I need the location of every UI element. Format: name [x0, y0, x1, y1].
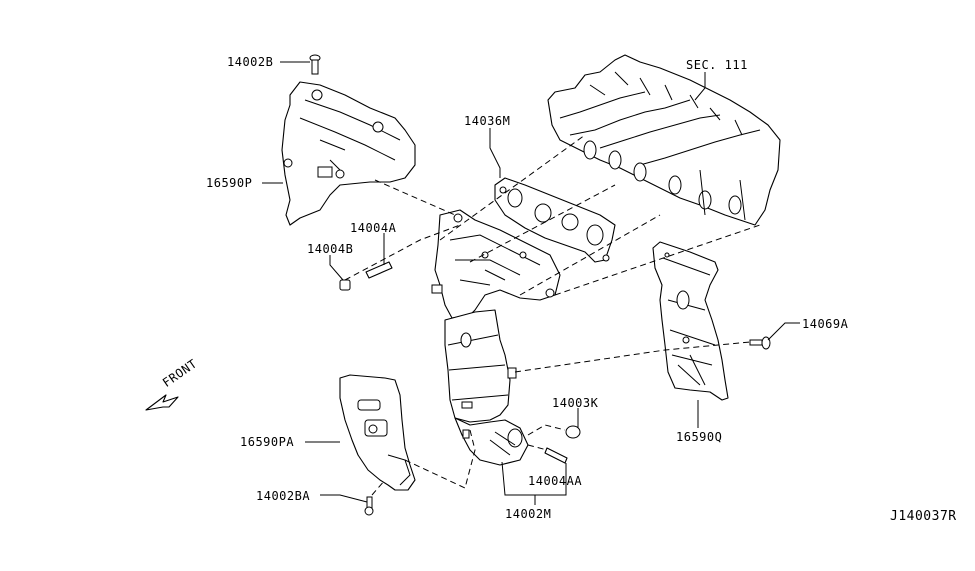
nut-14004B-illustration: [339, 279, 351, 291]
assembly-dashed-lines: [344, 134, 761, 496]
exhaust-manifold-illustration: [431, 209, 561, 319]
bolt-14002B-illustration: [309, 54, 321, 75]
side-heat-insulator-illustration: [652, 241, 729, 401]
section-reference-label[interactable]: SEC. 111: [686, 58, 748, 72]
part-label-16590P[interactable]: 16590P: [206, 176, 253, 190]
catalytic-converter-illustration: [444, 309, 529, 466]
front-direction-arrow: [145, 394, 179, 411]
cylinder-head-illustration: [547, 54, 781, 226]
bolt-14002BA-illustration: [364, 496, 374, 516]
stud-14004A-illustration: [365, 261, 393, 279]
part-label-14004B[interactable]: 14004B: [307, 242, 354, 256]
part-label-14069A[interactable]: 14069A: [802, 317, 849, 331]
diagram-reference-code: J140037R: [890, 509, 957, 524]
part-label-14003K[interactable]: 14003K: [552, 396, 599, 410]
bolt-14069A-illustration: [749, 336, 771, 350]
part-label-16590PA[interactable]: 16590PA: [240, 435, 295, 449]
part-label-14002BA[interactable]: 14002BA: [256, 489, 311, 503]
nut-14003K-illustration: [565, 425, 581, 439]
part-label-14002M[interactable]: 14002M: [505, 507, 552, 521]
lower-heat-insulator-illustration: [339, 374, 416, 491]
part-label-14004A[interactable]: 14004A: [350, 221, 397, 235]
part-label-16590Q[interactable]: 16590Q: [676, 430, 723, 444]
part-label-14004AA[interactable]: 14004AA: [528, 474, 583, 488]
leader-lines: [262, 61, 800, 505]
upper-heat-insulator-illustration: [281, 81, 416, 226]
stud-14004AA-illustration: [544, 447, 568, 464]
part-label-14036M[interactable]: 14036M: [464, 114, 511, 128]
part-label-14002B[interactable]: 14002B: [227, 55, 274, 69]
gasket-illustration: [494, 177, 616, 263]
